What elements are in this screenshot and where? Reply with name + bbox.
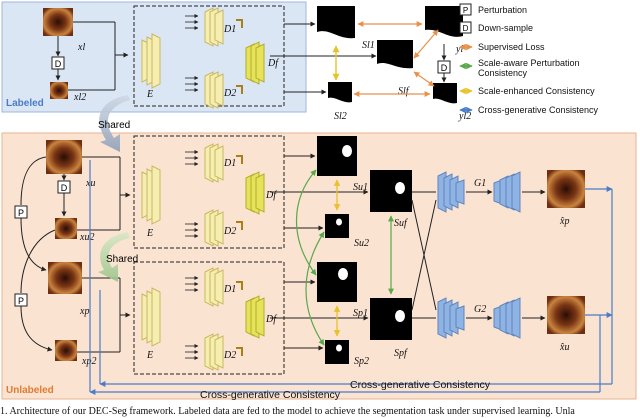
label-xp: xp [79,306,89,317]
cross-generative-label-2: Cross-generative Consistency [200,389,341,401]
decoder-df-p [245,295,265,339]
label-yl2: yl2 [458,111,471,122]
label-su1: Su1 [353,182,368,193]
legend: P Perturbation D Down-sample Supervised … [459,3,599,115]
label-spf: Spf [394,348,408,359]
mask-suf [370,170,412,212]
label-su2: Su2 [354,238,369,249]
mask-sl1 [317,6,355,44]
legend-downsample: Down-sample [478,23,533,33]
decoder-df-u [245,171,265,215]
d1-label-p: D1 [223,284,236,295]
encoder-label-p: E [146,350,153,361]
decoder-df-labeled [245,41,265,85]
figure-caption: 1. Architecture of our DEC-Seg framework… [0,406,575,417]
legend-supervised: Supervised Loss [478,42,545,52]
legend-cross-generative: Cross-generative Consistency [478,105,599,115]
unlabeled-title: Unlabeled [6,385,54,396]
image-xp2 [55,340,77,361]
image-xp [48,262,82,294]
image-xhat-p [547,170,585,208]
generator-g1-decoder [493,171,521,213]
mask-su1 [317,136,357,176]
encoder-p [141,287,161,347]
legend-scale-aware-1: Scale-aware Perturbation [478,58,580,68]
label-sp2: Sp2 [354,356,369,367]
label-xp2: xp2 [81,356,96,367]
encoder-label-labeled: E [146,89,153,100]
label-xl: xl [77,42,85,53]
downsample-symbol-yl: D [441,63,448,73]
mask-yl2 [433,83,457,107]
perturbation-symbol-1: P [18,208,24,218]
label-xhat-u: x̂u [559,342,569,353]
perturbation-symbol-2: P [18,296,24,306]
label-suf: Suf [394,218,408,229]
image-xu2 [55,218,77,239]
shared-label-mid: Shared [106,254,138,265]
generator-g2-encoder [437,297,465,339]
label-sl2: Sl2 [334,111,347,122]
label-yl: yl [455,44,463,55]
shared-label-top: Shared [98,120,130,131]
decoder-d1-labeled [204,7,224,47]
g2-label: G2 [474,304,486,315]
d1-label-labeled: D1 [223,24,236,35]
decoder-d2-u [204,209,224,247]
legend-d-key: D [463,24,469,33]
encoder-u [141,165,161,225]
decoder-d1-p [204,267,224,307]
df-label-labeled: Df [267,58,279,69]
generator-g2-decoder [493,297,521,339]
legend-scale-enhanced: Scale-enhanced Consistency [478,86,595,96]
cross-generative-label-1: Cross-generative Consistency [350,379,491,391]
label-xu2: xu2 [79,232,94,243]
downsample-symbol: D [55,59,62,69]
label-sp1: Sp1 [353,308,368,319]
labeled-title: Labeled [6,98,44,109]
decoder-d1-u [204,143,224,183]
encoder-labeled [141,33,161,89]
mask-sp2 [325,340,349,364]
df-label-u: Df [265,190,277,201]
generator-g1-encoder [437,171,465,213]
label-sl1: Sl1 [362,40,375,51]
g1-label: G1 [474,178,486,189]
mask-slf [377,40,413,76]
label-xhat-p: x̂p [559,216,569,227]
encoder-label-u: E [146,228,153,239]
image-xl2 [50,82,68,99]
legend-perturbation: Perturbation [478,5,527,15]
legend-p-key: P [463,6,468,15]
decoder-d2-p [204,333,224,371]
label-xl2: xl2 [73,92,86,103]
image-xu [46,140,82,174]
legend-scale-aware-2: Consistency [478,68,528,78]
mask-sl2 [328,82,352,106]
mask-sp1 [317,262,357,302]
label-slf: Slf [398,86,410,97]
df-label-p: Df [265,314,277,325]
image-xl [43,8,73,36]
decoder-d2-labeled [204,71,224,109]
d2-label-labeled: D2 [223,88,236,99]
d1-label-u: D1 [223,158,236,169]
downsample-symbol-u: D [61,183,68,193]
d2-label-u: D2 [223,226,236,237]
shared-arrow-mid [98,232,130,282]
d2-label-p: D2 [223,350,236,361]
mask-su2 [325,214,349,238]
mask-spf [370,298,412,340]
image-xhat-u [547,296,585,334]
shared-arrow-top [99,95,130,152]
